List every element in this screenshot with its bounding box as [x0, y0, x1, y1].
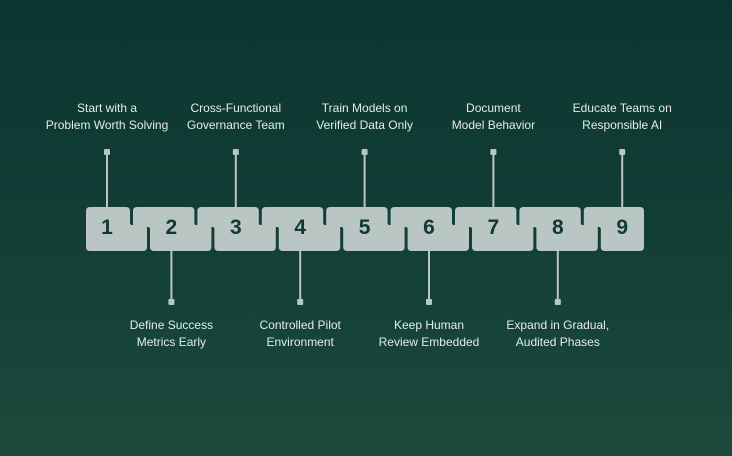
step-number: 9 — [616, 216, 629, 239]
step-label-line1: Train Models on — [321, 101, 408, 115]
connector-dot-icon — [104, 149, 110, 155]
step-label-5: Train Models on Verified Data Only — [290, 100, 440, 134]
step-number: 7 — [487, 216, 500, 239]
step-label-line1: Educate Teams on — [572, 101, 672, 115]
step-number: 1 — [101, 216, 113, 239]
connector-dot-icon — [168, 299, 175, 305]
step-label-9: Educate Teams on Responsible AI — [547, 100, 697, 134]
step-label-1: Start with a Problem Worth Solving — [32, 100, 182, 134]
step-label-line1: Keep Human — [393, 318, 465, 332]
step-label-line2: Review Embedded — [378, 335, 480, 349]
step-number: 6 — [423, 216, 435, 239]
step-label-line1: Cross-Functional — [190, 101, 282, 115]
puzzle-piece-step-1 — [86, 149, 147, 251]
puzzle-piece-step-8 — [519, 207, 598, 305]
connector-line — [621, 155, 624, 207]
step-label-line1: Expand in Gradual, — [506, 318, 610, 332]
step-number: 4 — [294, 216, 307, 239]
puzzle-piece-shape — [261, 207, 341, 251]
connector-dot-icon — [619, 149, 626, 155]
puzzle-piece-step-7 — [455, 149, 534, 251]
step-number: 2 — [165, 216, 178, 239]
connector-dot-icon — [361, 149, 368, 155]
step-label-line2: Governance Team — [186, 118, 285, 132]
puzzle-piece-shape — [133, 207, 212, 251]
connector-line — [492, 155, 495, 207]
puzzle-piece-shape — [326, 207, 405, 251]
puzzle-piece-shape — [390, 207, 469, 251]
puzzle-piece-shape — [519, 207, 598, 251]
step-number: 8 — [551, 216, 564, 239]
step-number: 3 — [229, 216, 242, 239]
step-label-line2: Audited Phases — [515, 335, 600, 349]
connector-dot-icon — [297, 299, 304, 305]
puzzle-piece-shape — [455, 207, 534, 251]
puzzle-piece-step-9 — [583, 149, 644, 251]
connector-line — [106, 155, 108, 207]
step-label-line2: Model Behavior — [451, 118, 536, 132]
connector-line — [428, 251, 430, 300]
connector-dot-icon — [232, 149, 239, 155]
connector-line — [363, 155, 366, 207]
puzzle-piece-step-3 — [197, 149, 276, 251]
puzzle-piece-step-6 — [390, 207, 469, 305]
step-label-line2: Problem Worth Solving — [45, 118, 169, 132]
step-label-line1: Document — [466, 101, 521, 115]
step-label-line2: Environment — [266, 335, 334, 349]
connector-line — [556, 251, 559, 300]
puzzle-piece-shape — [86, 207, 147, 251]
puzzle-piece-step-5 — [326, 149, 405, 251]
puzzle-piece-shape — [583, 207, 644, 251]
connector-dot-icon — [490, 149, 497, 155]
step-label-line1: Start with a — [76, 101, 138, 115]
connector-line — [234, 155, 237, 207]
puzzle-piece-shape — [197, 207, 276, 251]
step-number: 5 — [358, 216, 371, 239]
connector-dot-icon — [426, 299, 432, 305]
connector-line — [170, 251, 173, 300]
step-label-line2: Metrics Early — [136, 335, 207, 349]
step-label-8: Expand in Gradual, Audited Phases — [483, 317, 633, 351]
step-label-line2: Responsible AI — [582, 118, 663, 132]
puzzle-piece-step-2 — [133, 207, 212, 305]
puzzle-piece-step-4 — [261, 207, 341, 305]
connector-line — [299, 251, 302, 300]
step-label-line1: Define Success — [129, 318, 214, 332]
step-label-line1: Controlled Pilot — [259, 318, 341, 332]
step-label-line2: Verified Data Only — [316, 118, 413, 132]
connector-dot-icon — [554, 299, 561, 305]
